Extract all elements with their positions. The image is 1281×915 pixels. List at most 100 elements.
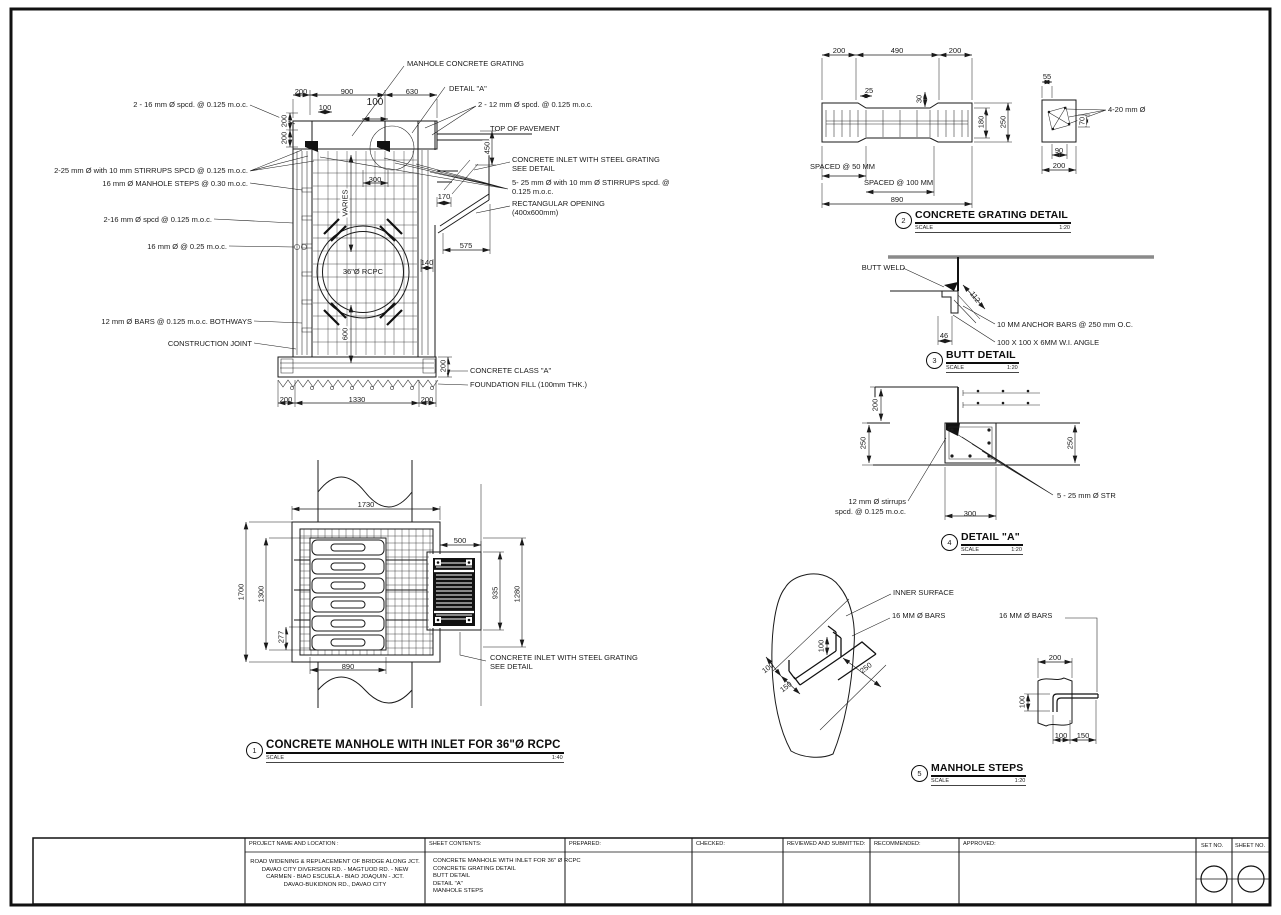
callout-opening-line1: RECTANGULAR OPENING	[512, 199, 605, 208]
steps-dim-100c: 100	[1017, 694, 1027, 710]
view1-scale-label: SCALE	[266, 755, 285, 761]
view2-scale-label: SCALE	[915, 225, 934, 231]
view2-balloon: 2	[895, 212, 912, 229]
dim-100-big: 100	[366, 97, 384, 108]
callout-inlet-line1: CONCRETE INLET WITH STEEL GRATING	[512, 155, 660, 164]
sheet-no-circle	[1237, 865, 1265, 893]
view5-balloon: 5	[911, 765, 928, 782]
grating-spaced-50: SPACED @ 50 MM	[810, 162, 875, 171]
grating-dim-25: 25	[864, 86, 874, 95]
detail-a-bubble	[369, 125, 415, 171]
view2-number: 2	[901, 216, 906, 225]
tb-sheet-line3: BUTT DETAIL	[433, 873, 471, 880]
callout-concrete-class-a: CONCRETE CLASS "A"	[470, 366, 552, 375]
detail-a-linework	[862, 386, 1080, 520]
grating-dim-30: 30	[914, 93, 924, 105]
callout-manhole-grating: MANHOLE CONCRETE GRATING	[407, 59, 524, 68]
steps-dim-100d: 100	[1054, 731, 1068, 740]
grating-dim-250: 250	[998, 114, 1008, 130]
titleblock-linework	[32, 837, 1271, 905]
grating-dim-200-sec: 200	[1052, 161, 1066, 170]
grating-dim-490: 490	[890, 46, 904, 55]
tb-project-line4: DAVAO-BUKIDNON RD., DAVAO CITY	[283, 881, 387, 888]
tb-header-set-no: SET NO.	[1201, 843, 1224, 849]
plan-inlet-label-line2: SEE DETAIL	[490, 662, 533, 671]
grating-dim-890: 890	[890, 195, 904, 204]
plan-inlet-label-line1: CONCRETE INLET WITH STEEL GRATING	[490, 653, 638, 662]
view1-title-text: CONCRETE MANHOLE WITH INLET FOR 36"Ø RCP…	[266, 739, 564, 754]
tb-sheet-line1: CONCRETE MANHOLE WITH INLET FOR 36" Ø RC…	[433, 858, 581, 864]
callout-opening-line2: (400x600mm)	[512, 208, 559, 217]
callout-detail-a: DETAIL "A"	[449, 84, 487, 93]
grating-dim-200b: 200	[948, 46, 962, 55]
steel-grating-plan	[426, 551, 482, 631]
dim-450: 450	[482, 140, 492, 156]
tb-header-prepared: PREPARED:	[569, 841, 601, 847]
steps-bars-right: 16 MM Ø BARS	[999, 611, 1053, 620]
tb-sheet-line2: CONCRETE GRATING DETAIL	[433, 865, 516, 872]
steps-dim-200: 200	[1048, 653, 1062, 662]
dim-600: 600	[340, 326, 350, 342]
steps-dim-100a: 100	[816, 638, 826, 654]
butt-weld-label: BUTT WELD	[861, 263, 905, 272]
rcpc-pipe-inner	[322, 231, 404, 313]
callout-2-16: 2-16 mm Ø spcd @ 0.125 m.o.c.	[103, 215, 213, 224]
callout-5-25-line2: 0.125 m.o.c.	[512, 187, 554, 196]
view3-scale-label: SCALE	[946, 365, 965, 371]
callout-construction-joint: CONSTRUCTION JOINT	[167, 339, 252, 348]
set-no-circle	[1200, 865, 1228, 893]
dim-bot-1330: 1330	[348, 395, 366, 404]
rcpc-label: 36"Ø RCPC	[342, 267, 384, 276]
view4-scale-label: SCALE	[961, 547, 980, 553]
dim-right-200: 200	[438, 358, 448, 374]
tb-header-approved: APPROVED:	[963, 841, 996, 847]
butt-dim-46: 46	[939, 331, 949, 340]
concrete-grating-slats	[309, 537, 387, 651]
dim-575: 575	[459, 241, 473, 250]
view3-scale-value: 1:20	[1006, 365, 1018, 371]
dim-1730: 1730	[357, 500, 375, 509]
callout-12-bars: 12 mm Ø BARS @ 0.125 m.o.c. BOTHWAYS	[101, 317, 252, 326]
dim-top-900: 900	[340, 87, 354, 96]
detaila-stirrups-line1: 12 mm Ø stirrups	[848, 497, 906, 506]
tb-project-line1: ROAD WIDENING & REPLACEMENT OF BRIDGE AL…	[250, 859, 420, 865]
view3-title-text: BUTT DETAIL	[946, 349, 1019, 364]
butt-angle-label: 100 X 100 X 6MM W.I. ANGLE	[997, 338, 1100, 347]
view2-scale-value: 1:20	[1059, 225, 1070, 231]
tb-sheet-line4: DETAIL "A"	[433, 880, 463, 887]
dim-890-plan: 890	[341, 662, 355, 671]
view4-title-text: DETAIL "A"	[961, 531, 1023, 546]
grating-spaced-100: SPACED @ 100 MM	[864, 178, 934, 187]
dim-varies: VARIES	[340, 188, 350, 218]
dim-1700: 1700	[236, 582, 246, 602]
page-border	[9, 7, 1272, 907]
dim-left-200a: 200	[279, 113, 289, 129]
view5-scale-label: SCALE	[931, 778, 950, 784]
dim-bot-200a: 200	[279, 395, 293, 404]
grating-dim-180: 180	[976, 114, 986, 130]
steps-dim-150b: 150	[1076, 731, 1090, 740]
callout-5-25-line1: 5- 25 mm Ø with 10 mm Ø STIRRUPS spcd. @	[512, 178, 670, 187]
callout-foundation-fill: FOUNDATION FILL (100mm THK.)	[470, 380, 587, 389]
view1-number: 1	[252, 746, 257, 755]
grating-dim-200a: 200	[832, 46, 846, 55]
dim-140: 140	[420, 258, 434, 267]
view3-title: BUTT DETAIL SCALE 1:20	[946, 349, 1019, 373]
view3-balloon: 3	[926, 352, 943, 369]
callout-16-025: 16 mm Ø @ 0.25 m.o.c.	[147, 242, 227, 251]
detaila-stirrups-line2: spcd. @ 0.125 m.o.c.	[835, 507, 906, 516]
view5-title-text: MANHOLE STEPS	[931, 762, 1027, 777]
dim-top-200: 200	[294, 87, 308, 96]
detaila-dim-200: 200	[870, 397, 880, 413]
detaila-dim-250r: 250	[1065, 435, 1075, 451]
view4-balloon: 4	[941, 534, 958, 551]
dim-1280: 1280	[512, 584, 522, 604]
tb-project-line2: DAVAO CITY DIVERSION RD. - MAGTUOD RD. -…	[261, 866, 409, 873]
detaila-dim-300: 300	[963, 509, 977, 518]
dim-100-small: 100	[318, 103, 332, 112]
tb-project-text: ROAD WIDENING & REPLACEMENT OF BRIDGE AL…	[246, 859, 424, 889]
